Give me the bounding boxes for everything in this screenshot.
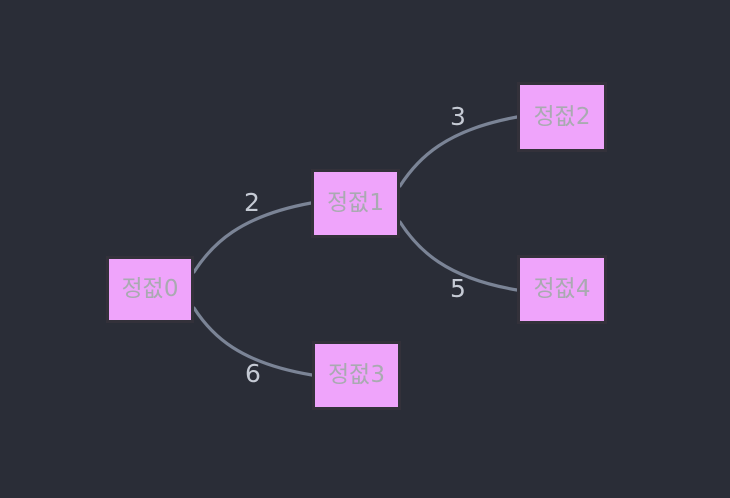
edge-weight-0-3: 6 [245, 359, 261, 388]
graph-node-4-label: 정젒4 [533, 276, 591, 302]
graph-node-0[interactable]: 정젒0 [106, 256, 194, 323]
edge-0-3 [192, 306, 314, 377]
edge-weight-1-4: 5 [450, 274, 466, 303]
edge-1-4 [398, 220, 519, 292]
edge-0-1 [192, 201, 313, 274]
graph-node-4[interactable]: 정젒4 [517, 255, 607, 324]
graph-node-1[interactable]: 정젒1 [311, 169, 400, 238]
edge-weight-0-1: 2 [244, 188, 260, 217]
edge-1-2 [398, 115, 519, 188]
graph-node-0-label: 정젒0 [121, 276, 179, 302]
edge-weight-1-2: 3 [450, 102, 466, 131]
graph-node-3-label: 정젒3 [328, 362, 385, 388]
graph-node-1-label: 정젒1 [327, 190, 384, 216]
graph-node-3[interactable]: 정젒3 [312, 341, 401, 410]
graph-node-2-label: 정젒2 [533, 103, 591, 130]
graph-node-2[interactable]: 정젒2 [517, 82, 607, 152]
